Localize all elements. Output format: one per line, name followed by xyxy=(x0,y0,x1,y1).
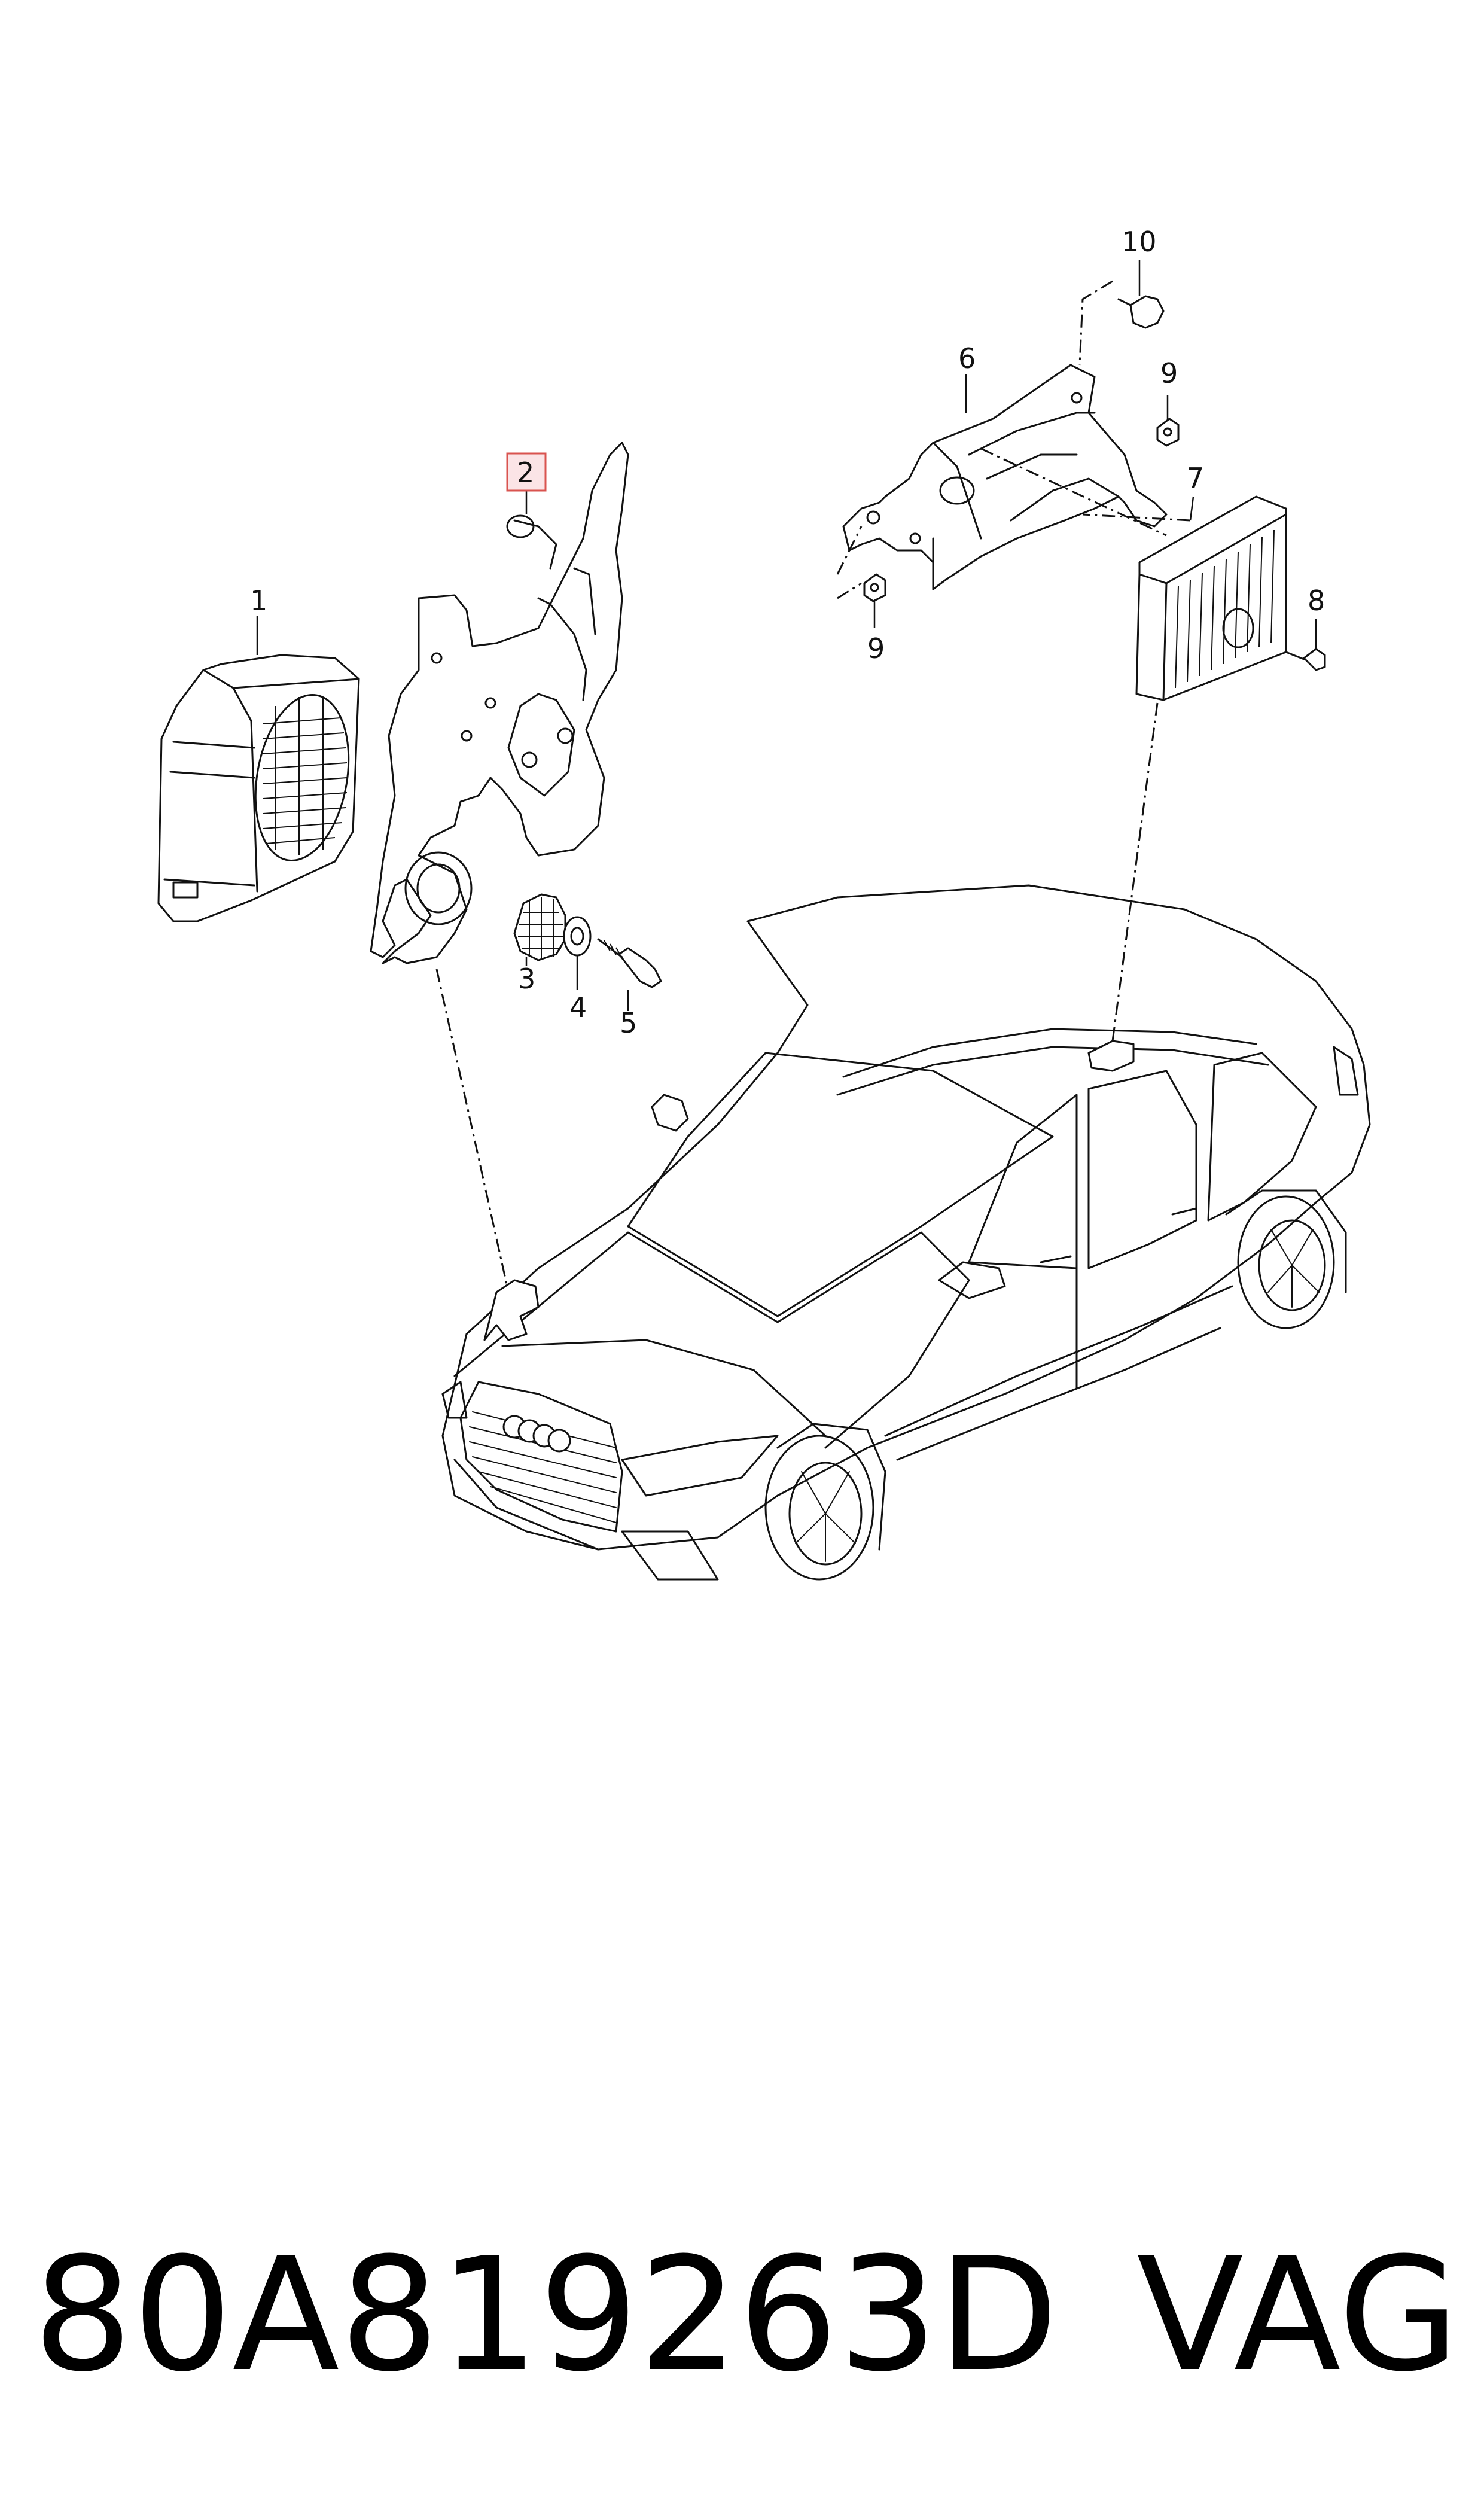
callout-7: 7 xyxy=(1187,462,1204,494)
callout-2: 2 xyxy=(517,456,534,489)
callout-9-upper: 9 xyxy=(1160,357,1178,389)
callout-1: 1 xyxy=(250,584,267,617)
part-10-bolt xyxy=(1117,260,1165,329)
part-3-grommet xyxy=(513,893,566,966)
callout-5: 5 xyxy=(620,1007,637,1039)
callout-3: 3 xyxy=(518,963,535,995)
part-5-bolt xyxy=(597,938,662,1011)
part-6-bracket xyxy=(842,364,1168,590)
callout-6: 6 xyxy=(958,342,976,374)
callout-8: 8 xyxy=(1308,584,1325,617)
part-8-screw xyxy=(1285,619,1326,671)
part-7-control-unit xyxy=(1135,495,1287,701)
part-9-nut-upper xyxy=(1156,395,1180,447)
callout-10: 10 xyxy=(1122,226,1157,258)
part-number-caption: 80A819263D xyxy=(33,2224,1059,2406)
part-1-sound-actuator xyxy=(157,616,360,922)
callout-2-highlight xyxy=(506,452,547,492)
part-2-bracket xyxy=(370,442,629,964)
brand-caption: VAG xyxy=(1136,2224,1460,2406)
callout-4: 4 xyxy=(569,991,587,1024)
part-4-washer xyxy=(563,916,592,990)
car-outline xyxy=(441,884,1371,1581)
callout-9-lower: 9 xyxy=(867,632,885,665)
part-9-nut-lower xyxy=(863,573,886,628)
